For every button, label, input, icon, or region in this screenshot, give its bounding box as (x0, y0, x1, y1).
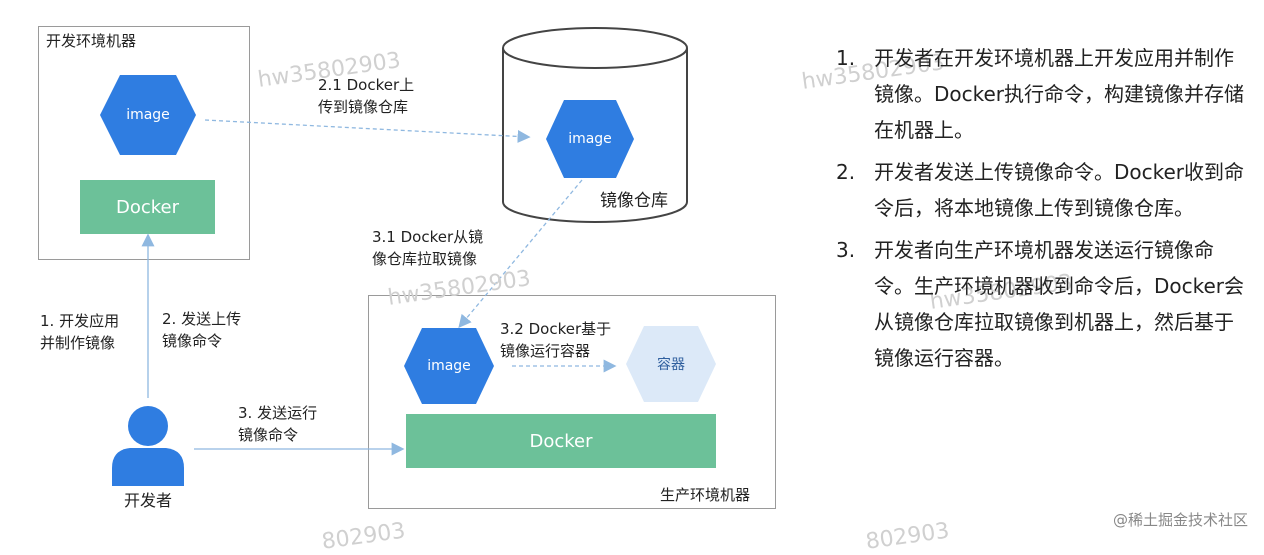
prod-image-hex-icon (404, 328, 494, 404)
registry-title: 镜像仓库 (600, 191, 668, 211)
arrow-push (204, 119, 531, 143)
prod-machine-title: 生产环境机器 (660, 486, 751, 504)
footer-credit: @稀土掘金技术社区 (1112, 511, 1248, 529)
registry-image-hex-icon (546, 100, 634, 178)
container-label: 容器 (657, 357, 685, 373)
step-item: 2. 开发者发送上传镜像命令。Docker收到命令后，将本地镜像上传到镜像仓库。 (836, 160, 1245, 220)
arrow-pull (458, 179, 583, 328)
step-item: 1. 开发者在开发环境机器上开发应用并制作镜像。Docker执行命令，构建镜像并… (836, 46, 1245, 142)
build-label: 1. 开发应用并制作镜像 (40, 312, 120, 352)
dev-image-label: image (126, 107, 170, 123)
prod-image-label: image (427, 358, 471, 374)
developer-label: 开发者 (124, 491, 173, 510)
send-push-label: 2. 发送上传镜像命令 (162, 310, 242, 350)
pull-label: 3.1 Docker从镜像仓库拉取镜像 (372, 228, 484, 268)
prod-docker-bar: Docker (406, 414, 716, 468)
step-item: 3. 开发者向生产环境机器发送运行镜像命令。生产环境机器收到命令后，Docker… (836, 238, 1245, 370)
registry-image-label: image (568, 131, 612, 147)
dev-machine-title: 开发环境机器 (46, 32, 137, 50)
dev-docker-bar: Docker (80, 180, 215, 234)
send-run-label: 3. 发送运行镜像命令 (238, 404, 318, 444)
developer-user-icon (112, 406, 184, 486)
steps-list: 1. 开发者在开发环境机器上开发应用并制作镜像。Docker执行命令，构建镜像并… (836, 40, 1246, 376)
run-container-label: 3.2 Docker基于镜像运行容器 (500, 320, 612, 360)
dev-image-hex-icon (100, 75, 196, 155)
push-label: 2.1 Docker上传到镜像仓库 (318, 76, 415, 116)
container-hex-icon (626, 326, 716, 402)
